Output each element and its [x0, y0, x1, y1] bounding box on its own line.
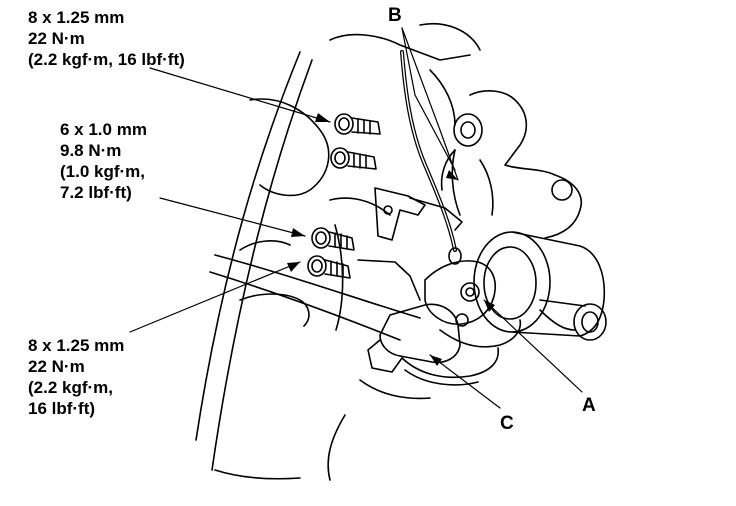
callout-bottom-alt2: 16 lbf·ft): [28, 399, 96, 418]
arrowhead-middle: [291, 228, 305, 237]
callout-bottom-torque: 22 N·m: [28, 357, 85, 376]
arrowhead-top: [315, 113, 330, 122]
leader-b1: [401, 27, 456, 171]
callout-top-size: 8 x 1.25 mm: [28, 8, 125, 27]
callout-top-alt: (2.2 kgf·m, 16 lbf·ft): [28, 50, 185, 69]
arrowhead-a: [484, 300, 495, 312]
bolt-upper-1: [334, 113, 381, 135]
leader-lines: [129, 27, 583, 409]
arrowheads: [287, 113, 495, 366]
background-housing-lines: [195, 23, 481, 481]
bolt-middle: [311, 227, 355, 251]
label-c: C: [500, 413, 514, 434]
lower-arm: [209, 254, 499, 386]
label-a: A: [582, 395, 596, 416]
knuckle-lower: [424, 260, 522, 348]
label-b: B: [388, 5, 402, 26]
knuckle-upper: [440, 90, 582, 239]
bracket-plate: [374, 187, 463, 241]
leader-c: [429, 354, 501, 409]
leader-top: [149, 67, 331, 123]
brake-hose: [400, 50, 462, 265]
callout-middle-torque: 9.8 N·m: [60, 141, 122, 160]
leader-b2: [401, 27, 459, 181]
callout-bottom-size: 8 x 1.25 mm: [28, 336, 125, 355]
leader-bottom: [129, 261, 301, 333]
bolt-lower: [307, 255, 351, 279]
callout-top-torque: 22 N·m: [28, 29, 85, 48]
arrowhead-bottom: [287, 262, 300, 272]
leader-middle: [159, 197, 306, 237]
callout-middle-alt1: (1.0 kgf·m,: [60, 162, 146, 181]
arrowhead-c: [430, 355, 442, 366]
callout-bottom-alt1: (2.2 kgf·m,: [28, 378, 114, 397]
leader-a: [483, 299, 583, 393]
hub-assembly: [473, 231, 607, 341]
callout-middle-size: 6 x 1.0 mm: [60, 120, 147, 139]
callout-middle-alt2: 7.2 lbf·ft): [60, 183, 132, 202]
bolt-upper-2: [330, 147, 377, 170]
arrowhead-b: [446, 170, 458, 180]
